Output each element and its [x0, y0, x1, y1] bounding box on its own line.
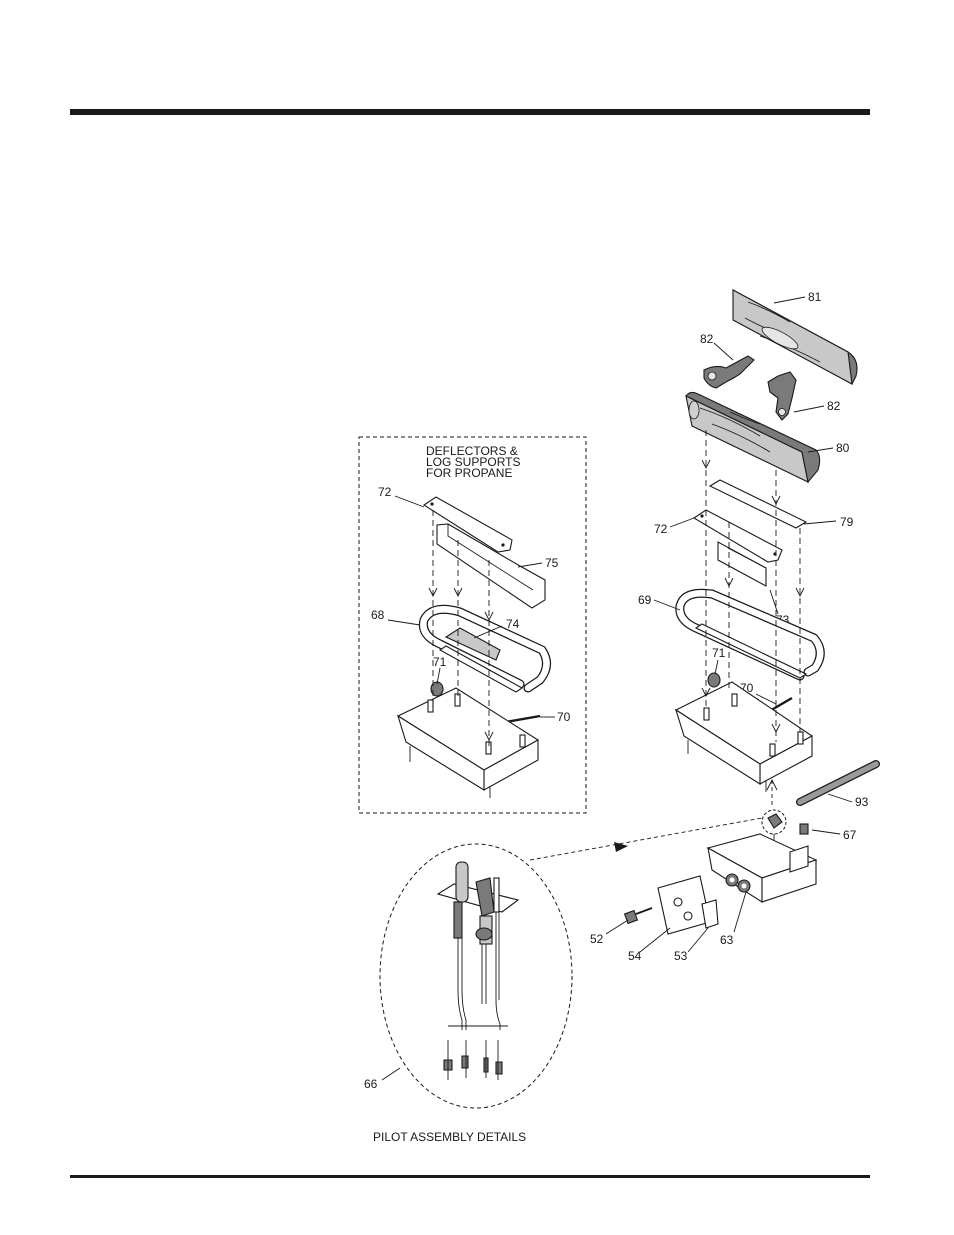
main-assembly: 81 82 82 80 79 72 — [590, 289, 880, 963]
callout-72-left: 72 — [378, 485, 392, 499]
callout-53: 53 — [674, 949, 688, 963]
callout-75: 75 — [545, 556, 559, 570]
inset-heading-line-2: LOG SUPPORTS — [426, 455, 520, 469]
footer-rule — [70, 1175, 870, 1178]
deflector-72-left — [422, 496, 513, 553]
callout-74: 74 — [506, 617, 520, 631]
deflector-75 — [436, 523, 546, 609]
propane-inset: DEFLECTORS & LOG SUPPORTS FOR PROPANE — [358, 436, 587, 814]
callout-68: 68 — [371, 608, 385, 622]
knob-52 — [623, 907, 653, 925]
fitting-67 — [799, 823, 809, 835]
log-80 — [685, 391, 821, 484]
pilot-detail: 66 PILOT ASSEMBLY DETAILS — [364, 817, 763, 1144]
callout-54: 54 — [628, 949, 642, 963]
callout-66: 66 — [364, 1077, 378, 1091]
pipe-93 — [796, 760, 880, 806]
control-knobs-63 — [725, 873, 751, 893]
inset-heading-line-3: FOR PROPANE — [426, 466, 512, 480]
callout-80: 80 — [836, 441, 850, 455]
pilot-detail-frame — [379, 843, 573, 1109]
log-82-left — [703, 355, 755, 389]
valve-bracket — [706, 833, 818, 904]
inset-frame — [358, 436, 587, 814]
callout-52: 52 — [590, 932, 604, 946]
callout-81: 81 — [808, 290, 822, 304]
callout-79: 79 — [840, 515, 854, 529]
callout-69: 69 — [638, 593, 652, 607]
callout-67: 67 — [843, 828, 857, 842]
deflector-72-right — [692, 509, 783, 563]
callout-70-left: 70 — [557, 710, 571, 724]
callout-82-top: 82 — [700, 332, 714, 346]
callout-71-left: 71 — [433, 655, 447, 669]
air-shutter-71-right — [707, 672, 721, 688]
callout-82-right: 82 — [827, 399, 841, 413]
callout-71-right: 71 — [712, 646, 726, 660]
callout-72-right: 72 — [654, 522, 668, 536]
bracket-53 — [701, 899, 719, 929]
log-81 — [732, 289, 858, 385]
deflector-74 — [444, 627, 501, 661]
callout-93: 93 — [855, 795, 869, 809]
deflector-79 — [708, 479, 808, 529]
log-82-right — [767, 371, 797, 421]
header-rule — [70, 109, 870, 115]
callout-63: 63 — [720, 933, 734, 947]
inset-heading-line-1: DEFLECTORS & — [426, 444, 518, 458]
pilot-caption: PILOT ASSEMBLY DETAILS — [373, 1130, 526, 1144]
rod-70-left — [505, 714, 541, 724]
